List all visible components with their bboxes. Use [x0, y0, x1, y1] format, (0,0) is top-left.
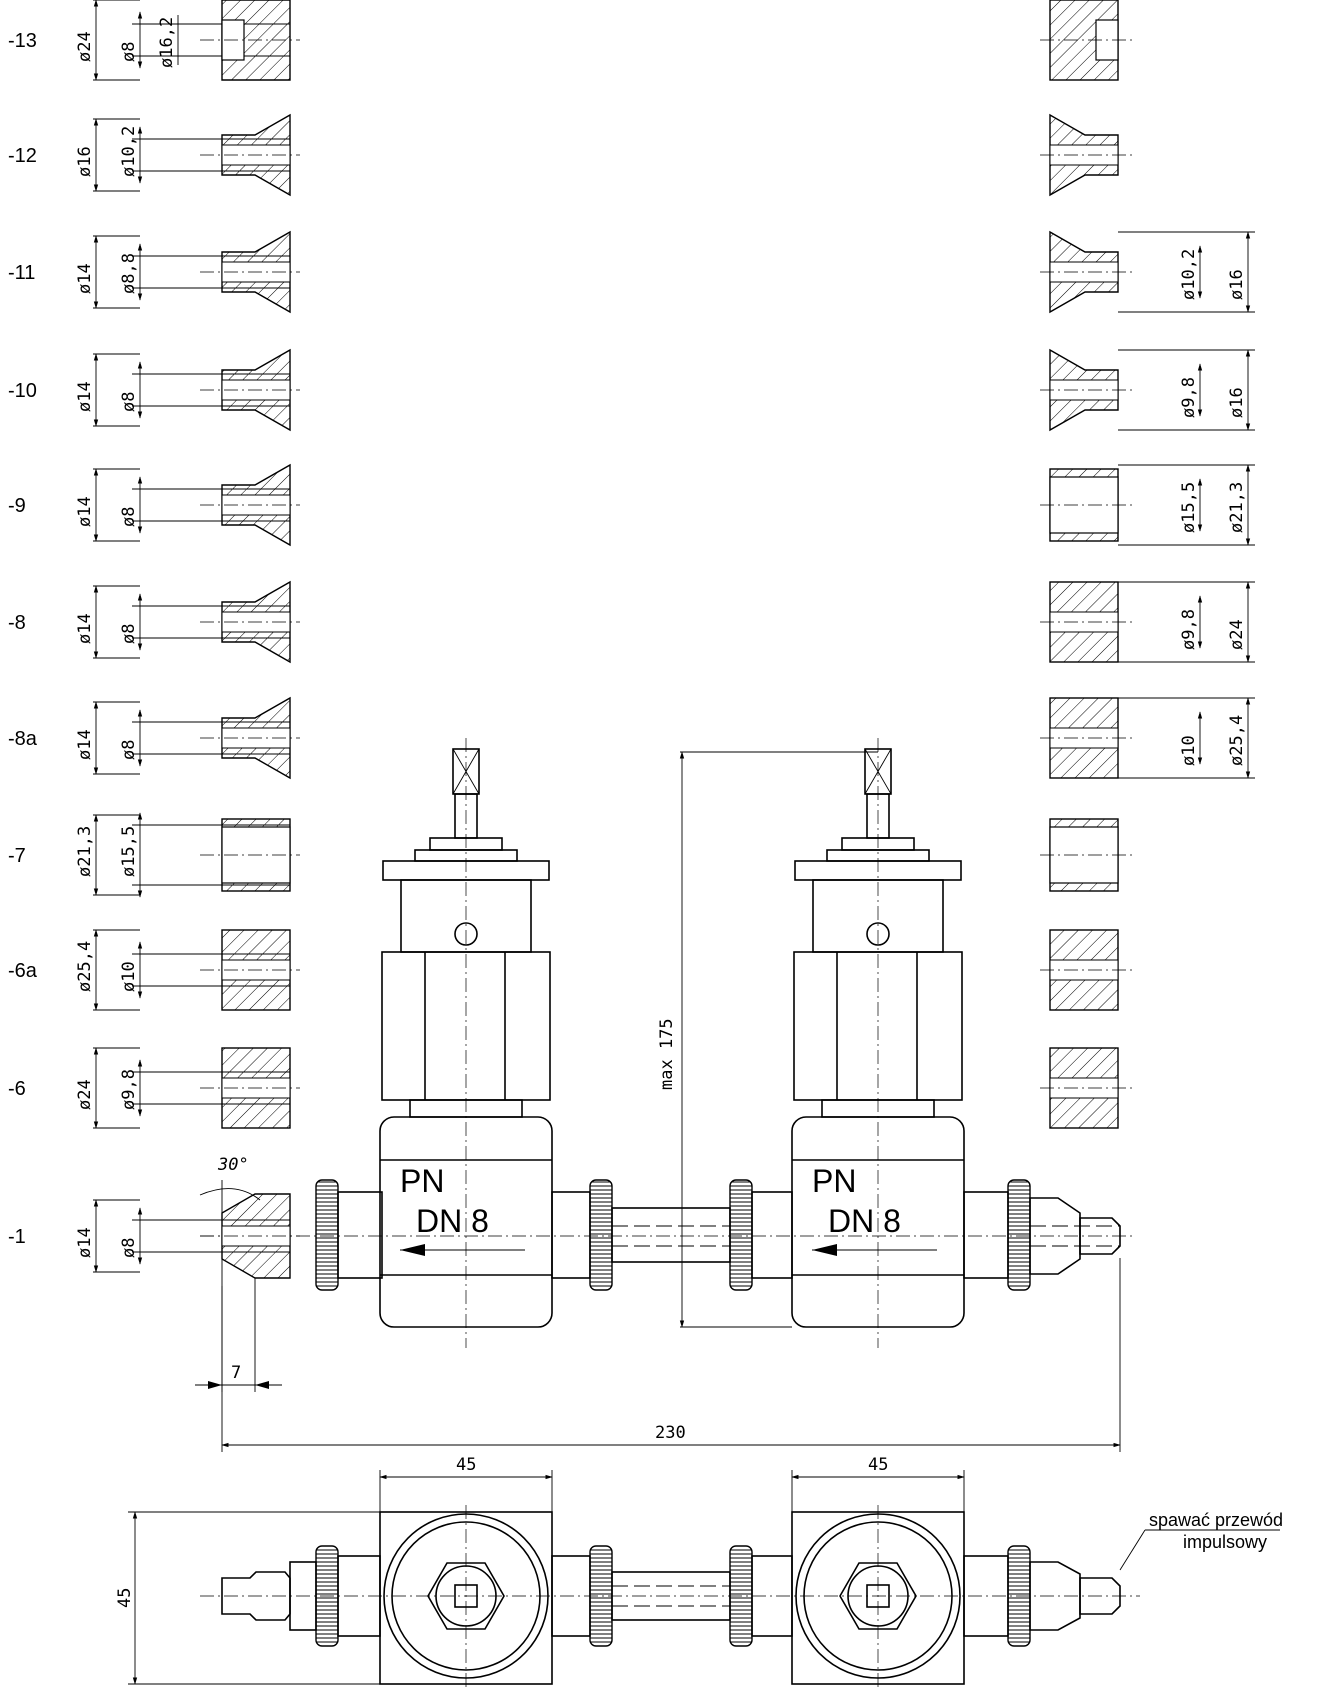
- inner-diameter: ø8,8: [119, 253, 139, 294]
- left-knurled-nut: [315, 1179, 339, 1291]
- inner-diameter: ø8: [119, 507, 139, 527]
- valve-dn-label-right: DN 8: [828, 1203, 901, 1239]
- row-id-label: -10: [8, 380, 37, 402]
- fitting-row--8a: -8a ø14 ø8: [8, 696, 300, 780]
- top-knurled-nut-3: [729, 1545, 753, 1647]
- right-outer-diameter: ø16: [1227, 387, 1247, 418]
- right-fitting-8: [1040, 818, 1135, 892]
- mid-knurled-nut-left: [589, 1179, 613, 1291]
- chamfer-dimension: 7: [231, 1363, 241, 1383]
- fitting-row--6a: -6a ø25,4 ø10: [8, 929, 300, 1011]
- outer-diameter: ø25,4: [75, 941, 95, 992]
- outer-diameter: ø14: [75, 613, 95, 644]
- left-fittings-column: -13 ø24 ø8 ø16,2 -12 ø16 ø10,2 -11 ø14 ø8,8 -10 ø14…: [8, 0, 300, 1273]
- inner-diameter: ø10,2: [119, 126, 139, 177]
- fitting-row--12: -12 ø16 ø10,2: [8, 113, 300, 197]
- right-fitting-6: ø9,8 ø24: [1040, 581, 1255, 663]
- inner-diameter: ø8: [119, 740, 139, 760]
- right-inner-diameter: ø9,8: [1179, 377, 1199, 418]
- angle-dimension: 30°: [217, 1155, 249, 1175]
- inner-diameter: ø15,5: [119, 826, 139, 877]
- row-id-label: -11: [8, 262, 35, 284]
- top-knurled-nut-1: [315, 1545, 339, 1647]
- right-inner-diameter: ø10,2: [1179, 249, 1199, 300]
- length-dimension: 230: [655, 1423, 686, 1443]
- valve-front-view: PN DN 8: [195, 738, 1135, 1452]
- inner-diameter: ø8: [119, 392, 139, 412]
- top-knurled-nut-4: [1007, 1545, 1031, 1647]
- width-dimension-left: 45: [456, 1455, 476, 1475]
- height-dimension: max 175: [657, 1018, 677, 1090]
- fitting-row--6: -6 ø24 ø9,8: [8, 1047, 300, 1129]
- right-outer-diameter: ø16: [1227, 269, 1247, 300]
- fitting-row--10: -10 ø14 ø8: [8, 348, 300, 432]
- row-id-label: -12: [8, 145, 37, 167]
- right-fitting-10: [1040, 1047, 1135, 1129]
- right-fittings-column: ø10,2 ø16 ø9,8 ø16 ø15,5 ø21,3 ø9,8 ø24 ø10 ø25,4: [1040, 0, 1255, 1129]
- inner-diameter: ø9,8: [119, 1069, 139, 1110]
- outer-diameter: ø14: [75, 263, 95, 294]
- row-id-label: -8a: [8, 728, 38, 750]
- valve-body-right: PN DN 8: [791, 738, 965, 1348]
- valve-pn-label-right: PN: [812, 1163, 856, 1199]
- right-inner-diameter: ø15,5: [1179, 482, 1199, 533]
- top-knurled-nut-2: [589, 1545, 613, 1647]
- row-id-label: -6a: [8, 960, 38, 982]
- row-id-label: -7: [8, 845, 26, 867]
- row-id-label: -6: [8, 1078, 26, 1100]
- right-fitting-7: ø10 ø25,4: [1040, 697, 1255, 779]
- right-fitting-3: ø10,2 ø16: [1040, 230, 1255, 314]
- right-fitting-9: [1040, 929, 1135, 1011]
- fitting-row--11: -11 ø14 ø8,8: [8, 230, 300, 314]
- valve-dn-label-left: DN 8: [416, 1203, 489, 1239]
- right-inner-diameter: ø10: [1179, 735, 1199, 766]
- fitting-row--9: -9 ø14 ø8: [8, 463, 300, 547]
- outer-diameter: ø14: [75, 496, 95, 527]
- inner-diameter: ø10: [119, 961, 139, 992]
- valve-body-left: PN DN 8: [379, 738, 553, 1348]
- right-outer-diameter: ø24: [1227, 619, 1247, 650]
- right-outer-diameter: ø25,4: [1227, 715, 1247, 766]
- mid-diameter: ø16,2: [157, 17, 177, 68]
- right-fitting-2: [1040, 113, 1135, 197]
- inner-diameter: ø8: [119, 1238, 139, 1258]
- row-id-label: -1: [8, 1226, 26, 1248]
- outer-diameter: ø14: [75, 1227, 95, 1258]
- row-id-label: -13: [8, 30, 37, 52]
- inner-diameter: ø8: [119, 42, 139, 62]
- row-id-label: -9: [8, 495, 26, 517]
- fitting-row--13: -13 ø24 ø8 ø16,2: [8, 0, 300, 81]
- right-fitting-4: ø9,8 ø16: [1040, 348, 1255, 432]
- weld-note-line1: spawać przewód: [1149, 1510, 1283, 1530]
- weld-note-line2: impulsowy: [1183, 1532, 1267, 1552]
- right-knurled-nut: [1007, 1179, 1031, 1291]
- side-dimension: 45: [115, 1588, 135, 1608]
- right-fitting-5: ø15,5 ø21,3: [1040, 464, 1255, 546]
- outer-diameter: ø14: [75, 729, 95, 760]
- width-dimension-right: 45: [868, 1455, 888, 1475]
- mid-knurled-nut-right: [729, 1179, 753, 1291]
- inner-diameter: ø8: [119, 624, 139, 644]
- outer-diameter: ø16: [75, 146, 95, 177]
- outer-diameter: ø21,3: [75, 826, 95, 877]
- valve-pn-label-left: PN: [400, 1163, 444, 1199]
- outer-diameter: ø14: [75, 381, 95, 412]
- right-fitting-1: [1040, 0, 1135, 81]
- valve-top-view: 45 45 45 spawać przewód impulsowy: [115, 1455, 1283, 1689]
- row-id-label: -8: [8, 612, 26, 634]
- right-outer-diameter: ø21,3: [1227, 482, 1247, 533]
- outer-diameter: ø24: [75, 31, 95, 62]
- fitting-row--7: -7 ø21,3 ø15,5: [8, 812, 300, 898]
- fitting-row--8: -8 ø14 ø8: [8, 580, 300, 664]
- outer-diameter: ø24: [75, 1079, 95, 1110]
- right-inner-diameter: ø9,8: [1179, 609, 1199, 650]
